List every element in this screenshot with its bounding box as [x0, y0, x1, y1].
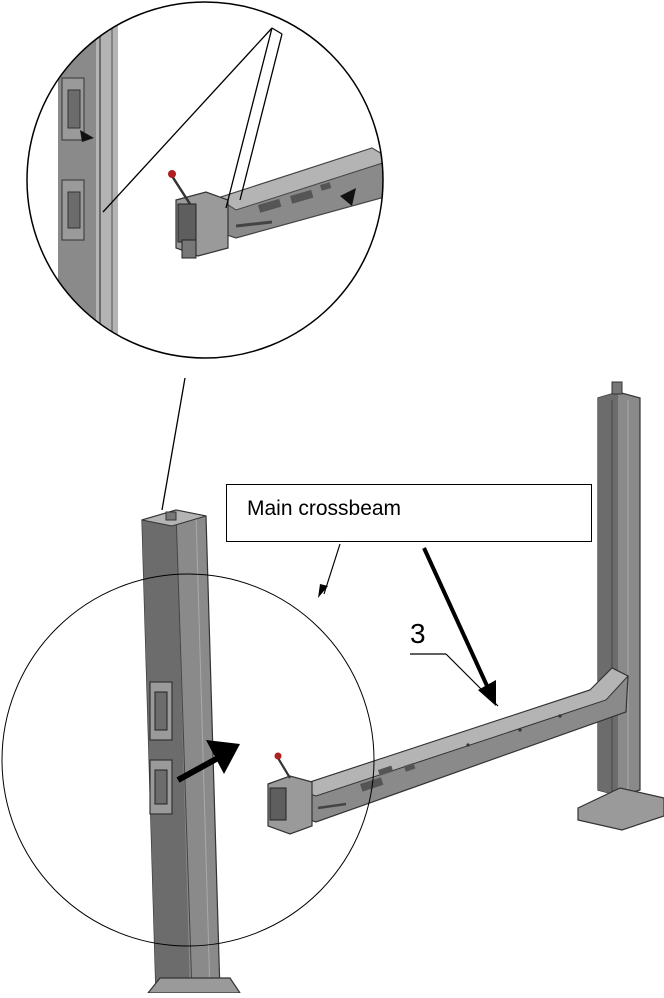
detail-circle-outline	[26, 1, 384, 359]
crossbeam-bolt	[274, 752, 282, 760]
left-post-lower-bracket	[149, 759, 173, 815]
detail-arrow-head	[340, 188, 356, 206]
callout-leader-arrow	[422, 547, 496, 706]
left-post	[141, 509, 242, 994]
callout-thin-arrow	[318, 543, 341, 598]
detail-leader-2	[225, 27, 273, 209]
main-crossbeam-part	[267, 667, 629, 835]
insert-direction-arrow	[176, 740, 240, 783]
callout-box: Main crossbeam	[226, 484, 592, 542]
detail-bolt	[168, 170, 176, 178]
crossbeam-end-block	[267, 752, 347, 835]
detail-connector-line	[161, 377, 186, 511]
detail-lower-bracket	[61, 179, 85, 241]
detail-end-block	[168, 170, 273, 259]
detail-leader-3	[271, 27, 283, 35]
detail-leader-1	[102, 27, 273, 213]
right-post	[577, 381, 664, 831]
part-number-leader	[410, 653, 499, 707]
detail-upper-bracket	[61, 77, 94, 142]
detail-view	[26, 1, 384, 359]
part-number-label: 3	[410, 618, 426, 649]
right-post-base	[577, 787, 664, 831]
callout-label: Main crossbeam	[247, 497, 402, 520]
install-area-circle	[1, 573, 375, 947]
left-post-upper-bracket	[149, 681, 173, 741]
left-post-base	[146, 977, 242, 994]
